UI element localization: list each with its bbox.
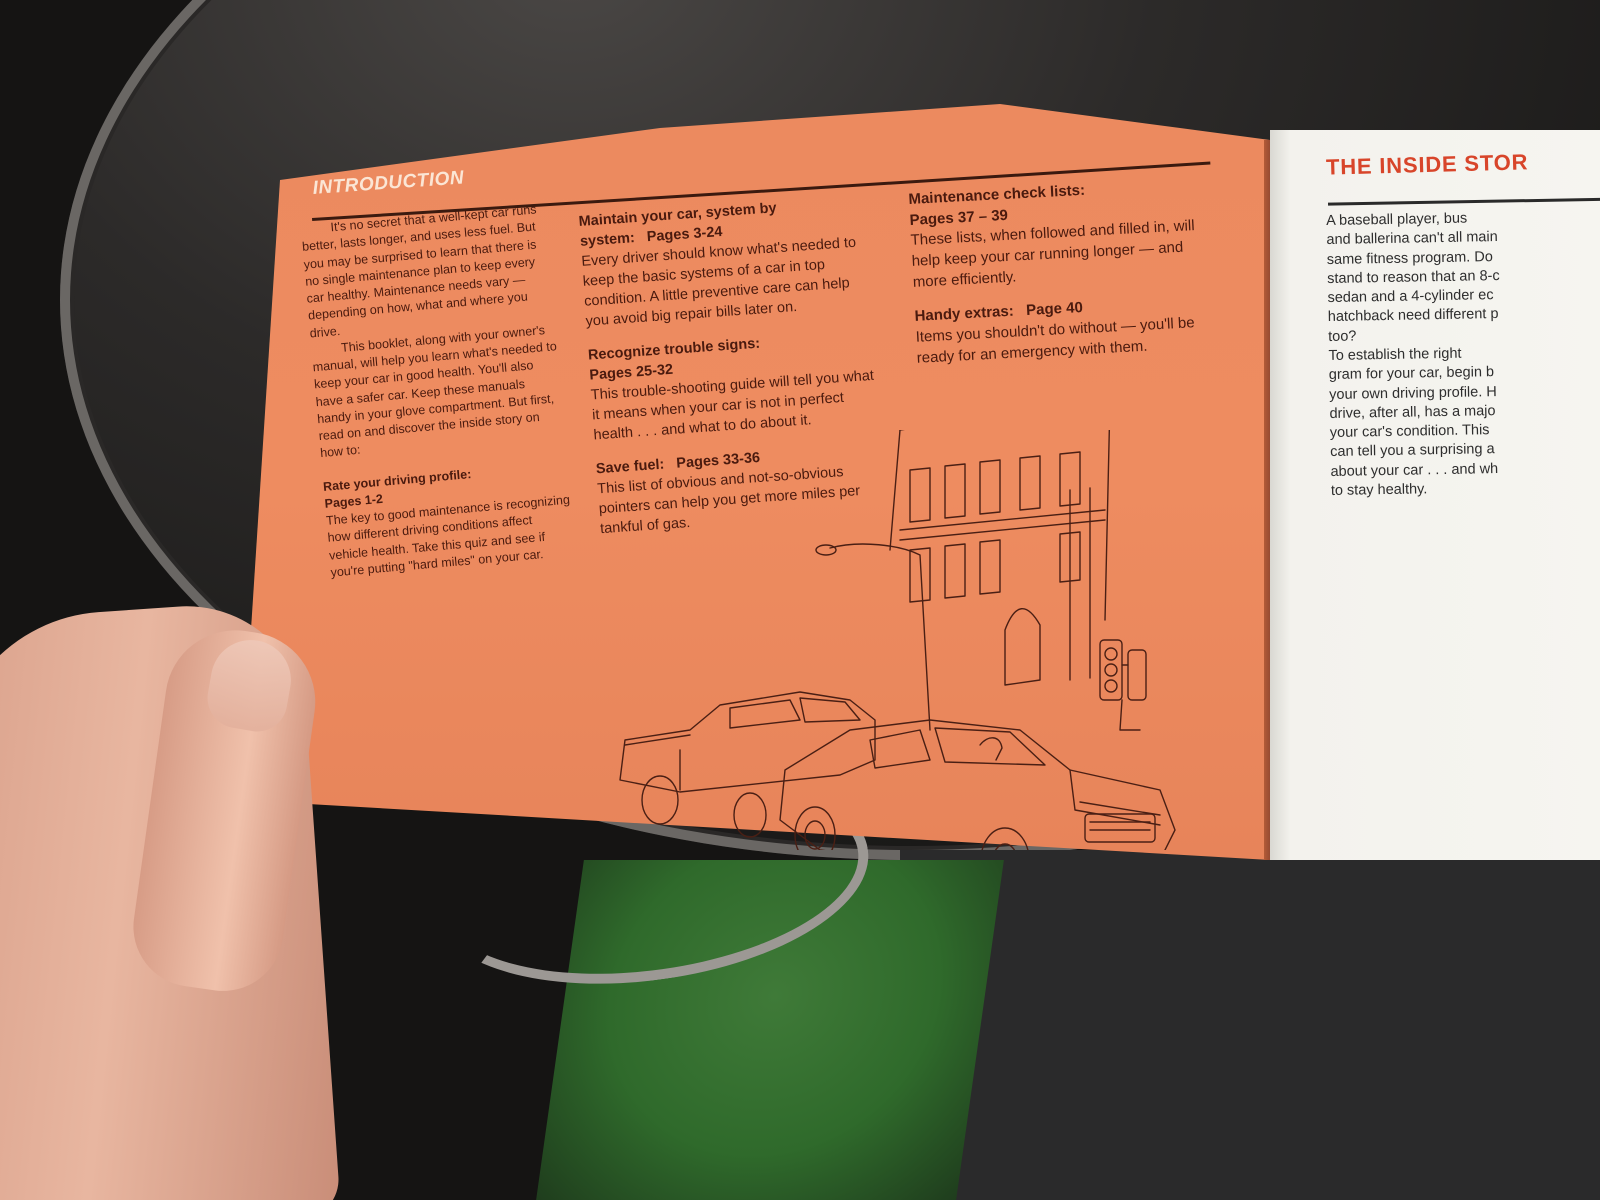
booklet: INTRODUCTION It's no secret that a well-… (240, 100, 1600, 860)
traffic-light-drawing (1099, 639, 1147, 731)
inside-story-page (1270, 130, 1600, 860)
building-drawing (889, 430, 1111, 686)
intro-paragraph-1: It's no secret that a well-kept car runs… (301, 202, 538, 341)
inside-story-body: A baseball player, bus and ballerina can… (1326, 210, 1500, 499)
street-lamp-drawing (815, 543, 931, 731)
section-pages-extras: Page 40 (1025, 299, 1084, 320)
column-1: It's no secret that a well-kept car runs… (300, 201, 576, 582)
street-scene-illustration (619, 430, 1176, 850)
column-3: Maintenance check lists: Pages 37 – 39 T… (908, 174, 1217, 369)
truck-drawing (619, 691, 876, 838)
intro-paragraph-2: This booklet, along with your owner's ma… (312, 322, 558, 461)
dark-cloth (900, 850, 1600, 1200)
section-heading-extras: Handy extras: (914, 303, 1015, 326)
booklet-spine (1264, 140, 1272, 860)
introduction-page (240, 104, 1270, 860)
coupe-drawing (779, 719, 1176, 850)
inside-story-title: THE INSIDE STOR (1325, 149, 1529, 180)
